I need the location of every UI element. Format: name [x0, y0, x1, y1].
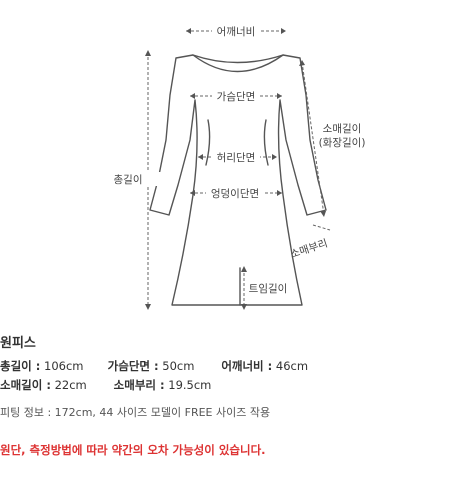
shoulder-item: 어깨너비 : 46cm [221, 358, 308, 374]
measure-value: 19.5cm [168, 378, 212, 392]
measure-label: 어깨너비 : [221, 359, 273, 373]
fitting-info: 피팅 정보 : 172cm, 44 사이즈 모델이 FREE 사이즈 작용 [0, 406, 271, 419]
measure-value: 50cm [162, 359, 195, 373]
measurement-row-2: 소매길이 : 22cm 소매부리 : 19.5cm [0, 377, 211, 393]
measure-label: 소매부리 : [113, 378, 165, 392]
measure-label: 총길이 : [0, 359, 41, 373]
measure-label: 소매길이 : [0, 378, 51, 392]
measure-value: 22cm [54, 378, 87, 392]
dress-outline [149, 54, 327, 306]
measure-label: 가슴단면 : [107, 359, 159, 373]
measurement-row-1: 총길이 : 106cm 가슴단면 : 50cm 어깨너비 : 46cm [0, 358, 308, 374]
sleeve-length-sub-label: (화장길이) [319, 136, 366, 149]
sleeve-length-item: 소매길이 : 22cm [0, 377, 110, 393]
cuff-item: 소매부리 : 19.5cm [114, 377, 212, 393]
chest-item: 가슴단면 : 50cm [108, 358, 218, 374]
waist-label: 허리단면 [217, 152, 256, 164]
total-length-item: 총길이 : 106cm [0, 358, 104, 374]
chest-label: 가슴단면 [217, 91, 256, 103]
measurement-notice: 원단, 측정방법에 따라 약간의 오차 가능성이 있습니다. [0, 443, 266, 457]
slit-label: 트임길이 [249, 282, 288, 295]
measure-value: 46cm [275, 359, 309, 373]
size-diagram: 어깨너비 가슴단면 허리단면 엉덩이단면 총길이 소매길이 (화장길이) 소매부… [114, 24, 366, 310]
hip-label: 엉덩이단면 [211, 188, 259, 200]
shoulder-label: 어깨너비 [217, 26, 256, 38]
cuff-label: 소매부리 [289, 237, 329, 260]
product-name: 원피스 [0, 336, 36, 351]
sleeve-length-label: 소매길이 [323, 122, 362, 135]
measure-value: 106cm [44, 359, 84, 373]
total-length-label: 총길이 [114, 173, 143, 186]
